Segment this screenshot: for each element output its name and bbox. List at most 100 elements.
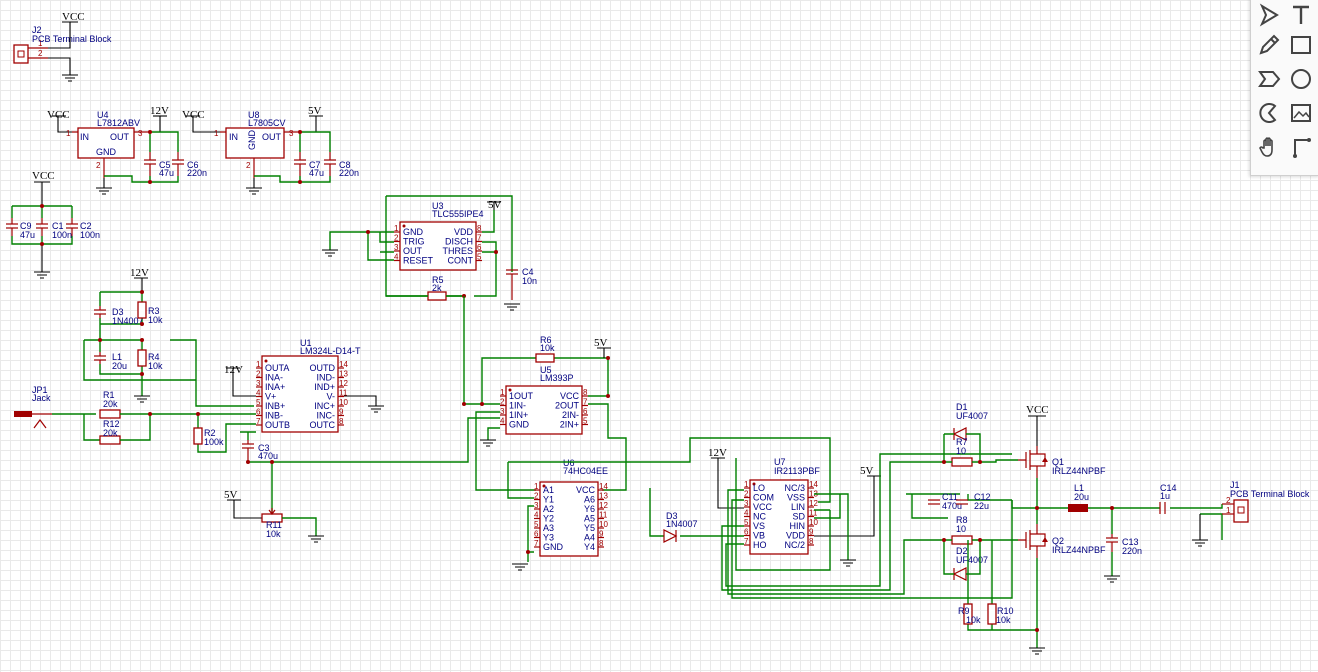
capacitor-c12[interactable]: C11 470u — [928, 492, 962, 511]
capacitor-c14[interactable]: C13 220n — [1106, 534, 1142, 556]
pin-label: 1IN+ — [509, 410, 528, 420]
polygon-tool[interactable] — [1255, 65, 1283, 93]
rectangle-tool[interactable] — [1287, 31, 1315, 59]
component-value: UF4007 — [956, 411, 988, 421]
pin-label: A1 — [543, 485, 554, 495]
component-value: 220n — [187, 168, 207, 178]
capacitor-c6[interactable]: C2 100n — [66, 218, 100, 240]
capacitor-c7[interactable]: C5 47u — [144, 152, 174, 178]
pin-number: 4 — [744, 509, 749, 518]
pin-number: 1 — [256, 360, 261, 369]
pin-number: 5 — [744, 518, 749, 527]
capacitor-c2[interactable]: L1 20u — [94, 352, 127, 371]
capacitor-c11[interactable]: C9 47u — [6, 218, 35, 240]
capacitor-c8[interactable]: C6 220n — [172, 152, 207, 178]
component-ref: D3 — [666, 511, 678, 521]
resistor-r2[interactable]: R2 100k — [193, 427, 224, 447]
pin-label: RESET — [403, 256, 434, 266]
capacitor-c15[interactable]: C14 1u — [1159, 483, 1177, 514]
arc-tool[interactable] — [1255, 99, 1283, 127]
pin-number: 13 — [339, 370, 348, 379]
resistor-r7[interactable]: R7 10 — [951, 437, 973, 467]
inductor-l1[interactable]: L1 — [1068, 504, 1088, 512]
pie-arc-icon — [1259, 103, 1277, 123]
terminal-block-j2[interactable]: 1 2 J2 PCB Terminal Block — [13, 25, 112, 64]
diode-d2[interactable]: D2 UF4007 — [952, 546, 988, 581]
resistor-r1[interactable]: R1 20k — [99, 390, 121, 419]
pin-label: OUTB — [265, 420, 290, 430]
component-value: PCB Terminal Block — [1230, 489, 1310, 499]
resistor-r5[interactable]: R5 2k — [427, 275, 447, 301]
component-value: Jack — [32, 393, 51, 403]
power-label-vcc: VCC — [62, 11, 85, 23]
component-ref: R10 — [997, 606, 1014, 616]
pin-label: IND+ — [314, 382, 335, 392]
pin-label: SD — [792, 512, 805, 522]
pencil-tool[interactable] — [1255, 31, 1283, 59]
pin-label: VCC — [560, 391, 580, 401]
pin-label: INC- — [317, 411, 336, 421]
capacitor-c9[interactable]: C7 47u — [294, 152, 324, 178]
text-icon — [1293, 5, 1309, 24]
component-value: 47u — [20, 230, 35, 240]
pin-number: 10 — [809, 518, 818, 527]
image-tool[interactable] — [1287, 99, 1315, 127]
pin-number: 8 — [599, 539, 604, 548]
pin-label: INC+ — [314, 401, 335, 411]
resistor-r3[interactable]: R3 10k — [137, 301, 163, 325]
pin-number: 3 — [744, 499, 749, 508]
pin-number: 1 — [394, 224, 399, 233]
pin-label: OUTC — [310, 420, 336, 430]
component-value: 22u — [974, 501, 989, 511]
component-value: 2k — [432, 283, 442, 293]
capacitor-c5[interactable]: C1 100n — [36, 218, 72, 240]
pin-label: GND — [247, 130, 257, 151]
wire-tool[interactable] — [1287, 133, 1315, 161]
pin-label: GND — [96, 147, 117, 157]
mosfet-q1[interactable]: Q1 IRLZ44NPBF — [1018, 446, 1106, 478]
component-ref: R7 — [956, 437, 968, 447]
pan-tool[interactable] — [1255, 133, 1283, 161]
pin-number: 2 — [96, 161, 101, 170]
audio-jack-jp1[interactable]: JP1 Jack — [14, 385, 52, 429]
pin-label: Y3 — [543, 533, 554, 543]
component-value: UF4007 — [956, 555, 988, 565]
regulator-u4[interactable]: U4 L7812ABV IN OUT GND 1 3 2 — [66, 110, 143, 170]
resistor-r9[interactable]: R9 10k — [958, 603, 981, 625]
pin-number: 3 — [138, 129, 143, 138]
component-value: 10k — [266, 529, 281, 539]
resistor-r8[interactable]: R8 10 — [951, 515, 973, 545]
pin-number: 3 — [256, 379, 261, 388]
capacitor-c1[interactable]: D3 1N4007 — [94, 306, 144, 326]
pin-label: OUTA — [265, 363, 289, 373]
pin-label: VDD — [454, 227, 474, 237]
capacitor-c10[interactable]: C8 220n — [324, 152, 359, 178]
diode-d3[interactable]: D3 D3 D3 D3 D3 D3 D3 — [663, 529, 678, 543]
resistor-r4[interactable]: R4 10k — [137, 349, 163, 371]
select-tool[interactable] — [1255, 1, 1283, 29]
terminal-block-j1[interactable]: 2 1 J1 PCB Terminal Block — [1222, 480, 1310, 523]
capacitor-c4[interactable]: C4 10n — [506, 267, 537, 300]
capacitor-c3[interactable]: C3 470u — [242, 440, 278, 462]
power-label-5v: 5V — [860, 465, 874, 477]
pin-label: VCC — [753, 502, 773, 512]
component-value: 1N4007 — [666, 519, 698, 529]
resistor-r6[interactable]: R6 10k — [535, 335, 555, 363]
regulator-u8[interactable]: U8 L7805CV IN OUT 1 3 2 — [214, 110, 294, 170]
component-value: LM393P — [540, 373, 574, 383]
circle-tool[interactable] — [1287, 65, 1315, 93]
mosfet-q2[interactable]: Q2 IRLZ44NPBF — [1018, 524, 1106, 558]
potentiometer-r11[interactable]: R11 10k — [261, 508, 283, 539]
pin-number: 1 — [744, 480, 749, 489]
capacitor-c13[interactable]: C12 22u — [956, 492, 991, 511]
component-ref: D1 — [956, 402, 968, 412]
resistor-r10[interactable]: R10 10k — [987, 603, 1014, 625]
text-tool[interactable] — [1287, 1, 1315, 29]
resistor-r12[interactable]: R12 20k — [99, 419, 121, 445]
